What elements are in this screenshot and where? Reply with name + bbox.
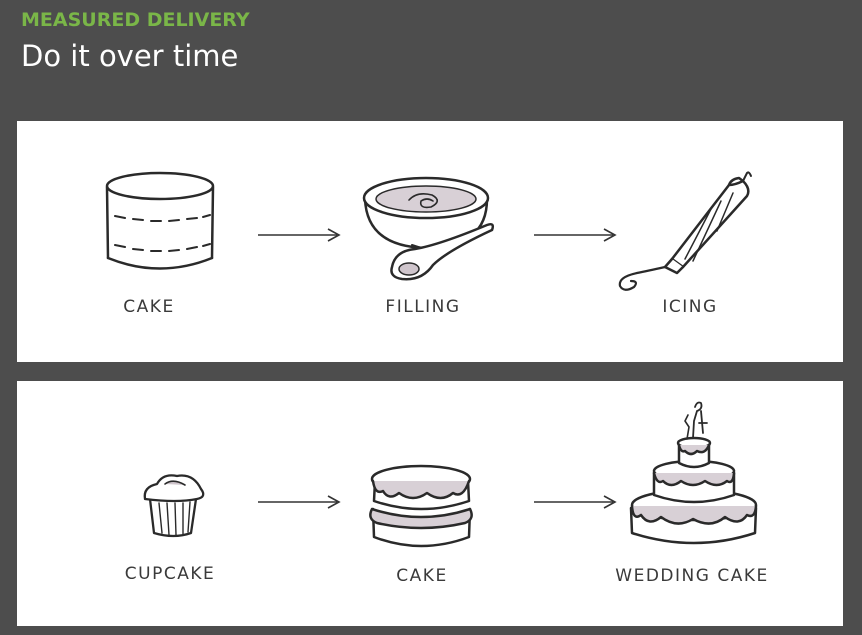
ingredients-panel: CAKE FILLING ICING: [17, 121, 843, 362]
item-label-cake-2: CAKE: [396, 566, 448, 586]
ingredients-diagram: [105, 171, 752, 291]
item-label-icing: ICING: [662, 297, 718, 317]
arrow-4: [534, 495, 617, 509]
scale-diagram: [143, 401, 758, 548]
layer-cake-sketch-icon: [105, 171, 215, 270]
arrow-1: [258, 228, 341, 242]
item-label-cake: CAKE: [123, 297, 175, 317]
piping-bag-icon: [618, 171, 752, 291]
item-label-wedding-cake: WEDDING CAKE: [615, 566, 769, 586]
bowl-and-spoon-icon: [362, 176, 495, 281]
item-label-cupcake: CUPCAKE: [124, 564, 216, 584]
page-title: Do it over time: [21, 39, 239, 73]
cupcake-icon: [143, 474, 205, 538]
arrow-2: [534, 228, 617, 242]
arrow-3: [258, 495, 341, 509]
item-label-filling: FILLING: [385, 297, 461, 317]
wedding-cake-icon: [629, 401, 758, 545]
scale-panel: CUPCAKE CAKE WEDDING CAKE: [17, 381, 843, 626]
header-kicker: MEASURED DELIVERY: [21, 9, 250, 31]
frosted-cake-icon: [369, 464, 473, 548]
